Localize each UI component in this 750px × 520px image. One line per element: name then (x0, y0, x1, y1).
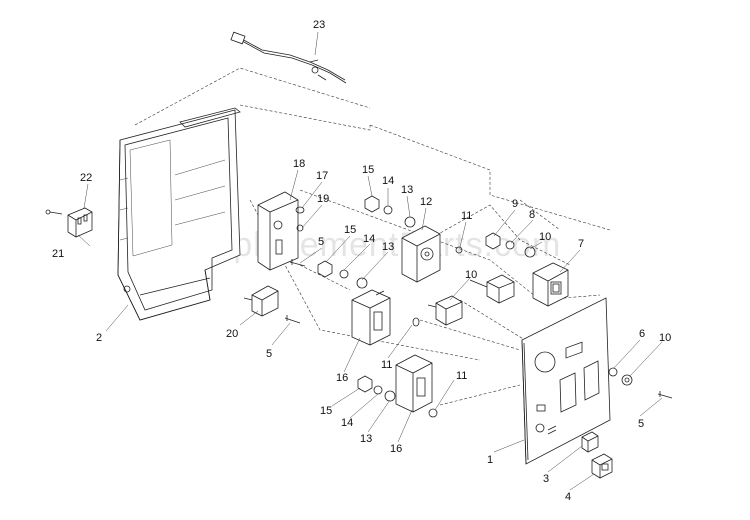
callout-11-upper: 11 (461, 210, 472, 222)
grommet-part-11-a (455, 246, 463, 254)
washer-part-17 (295, 206, 305, 214)
callout-13-lower: 13 (360, 433, 372, 445)
nut-part-15-middle (317, 260, 333, 278)
washer-part-13-middle (356, 277, 368, 289)
small-switch-part-10-lower (427, 295, 463, 326)
nut-part-15-upper (364, 195, 380, 213)
wire-harness-part-23 (230, 31, 347, 84)
screw-part-22 (45, 209, 63, 215)
outlet-part-7 (532, 262, 569, 307)
callout-10-upper: 10 (539, 231, 551, 243)
callout-11-middle: 11 (381, 359, 392, 371)
callout-12: 12 (420, 196, 432, 208)
callout-22: 22 (80, 172, 92, 184)
cover-part-3 (581, 431, 599, 453)
faceplate-part-1 (521, 297, 611, 465)
nut-part-9 (485, 232, 501, 250)
switch-part-20 (243, 285, 279, 317)
washer-part-8 (505, 240, 515, 250)
callout-10-middle: 10 (465, 269, 477, 281)
callout-13-middle: 13 (382, 241, 394, 253)
callout-15-upper: 15 (362, 164, 374, 176)
callout-16-lower: 16 (390, 443, 402, 455)
washer-part-14-lower (373, 385, 383, 395)
washer-part-14-upper (383, 205, 393, 215)
callout-16-upper: 16 (336, 372, 348, 384)
callout-5-upper: 5 (318, 236, 324, 248)
callout-6: 6 (639, 328, 645, 340)
nut-part-15-lower (357, 375, 373, 393)
washer-part-6 (608, 367, 618, 377)
screw-part-5-lower (284, 315, 301, 324)
grommet-part-11-b (412, 317, 420, 327)
callout-17: 17 (316, 170, 328, 182)
control-box-housing-part-2 (117, 107, 241, 321)
breaker-part-16-upper (351, 289, 391, 346)
receptacle-part-12 (401, 225, 441, 283)
washer-part-10-upper (524, 246, 536, 258)
leader-lines (77, 31, 663, 491)
nut-part-19 (296, 224, 304, 232)
breaker-part-16-lower (395, 354, 433, 413)
bracket-part-18 (257, 191, 299, 271)
callout-14-middle: 14 (363, 233, 375, 245)
screw-part-5-upper (289, 259, 306, 267)
callout-5-right: 5 (638, 418, 644, 430)
callout-8: 8 (529, 209, 535, 221)
callout-5-lower: 5 (266, 348, 272, 360)
callout-4: 4 (565, 491, 571, 503)
washer-part-13-lower (384, 390, 396, 402)
callout-21: 21 (52, 248, 64, 260)
callout-14-upper: 14 (382, 175, 394, 187)
callout-3: 3 (543, 473, 549, 485)
callout-15-middle: 15 (344, 224, 356, 236)
callout-15-lower: 15 (320, 405, 332, 417)
callout-14-lower: 14 (341, 417, 353, 429)
nut-part-10-right (621, 374, 633, 386)
knob-part-4 (591, 453, 613, 479)
callout-11-lower: 11 (456, 370, 467, 382)
callout-10-right: 10 (659, 332, 671, 344)
terminal-block-part-21 (67, 207, 93, 238)
callout-23: 23 (313, 19, 325, 31)
callout-13-upper: 13 (401, 184, 413, 196)
callout-19: 19 (317, 193, 329, 205)
toggle-switch-part-10 (469, 274, 515, 304)
callout-1: 1 (487, 454, 493, 466)
washer-part-14-middle (339, 269, 349, 279)
callout-2: 2 (96, 332, 102, 344)
callout-9: 9 (512, 198, 518, 210)
callout-18: 18 (293, 158, 305, 170)
callout-labels: 23 22 21 2 18 17 19 5 20 5 15 14 13 12 1… (52, 19, 671, 503)
grommet-part-11-c (428, 408, 438, 418)
screw-part-5-right (657, 391, 673, 399)
callout-20: 20 (226, 328, 238, 340)
callout-7: 7 (578, 238, 584, 250)
